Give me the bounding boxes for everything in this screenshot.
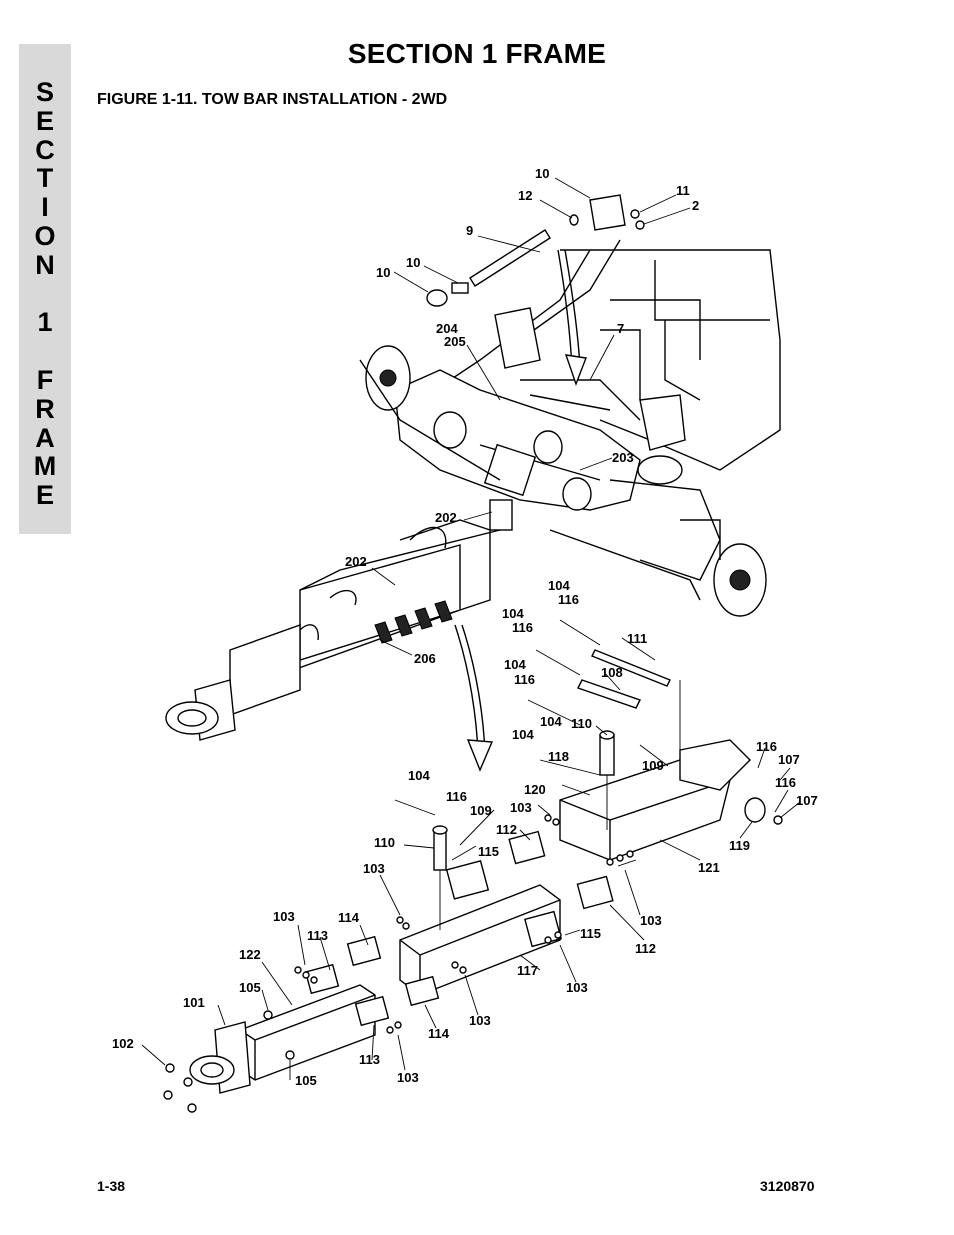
callout-labels: 10 12 11 2 9 10 10 204 205 7 203 202 202… [112, 166, 818, 1088]
side-letter: O [34, 220, 56, 251]
callout: 103 [469, 1013, 491, 1028]
side-letter [19, 280, 71, 309]
callout: 104 [512, 727, 534, 742]
page-title: SECTION 1 FRAME [347, 38, 607, 69]
callout: 102 [112, 1036, 134, 1051]
callout: 107 [796, 793, 818, 808]
callout: 122 [239, 947, 261, 962]
side-letter: A [35, 422, 55, 453]
callout: 113 [307, 928, 328, 943]
side-letter: T [36, 163, 54, 194]
callout: 114 [338, 910, 360, 925]
callout: 114 [428, 1026, 450, 1041]
callout: 116 [446, 789, 467, 804]
callout: 103 [566, 980, 588, 995]
callout: 2 [692, 198, 699, 213]
callout: 112 [635, 941, 656, 956]
leader-lines [141, 177, 801, 1080]
callout: 110 [374, 835, 395, 850]
callout: 11 [676, 183, 690, 198]
section-side-tab: S E C T I O N 1 F R A M E [19, 44, 71, 534]
callout: 103 [510, 800, 532, 815]
callout: 103 [640, 913, 662, 928]
side-letter: E [35, 480, 54, 511]
side-letter: S [35, 77, 54, 107]
callout: 112 [496, 822, 517, 837]
callout: 111 [627, 631, 647, 646]
callout: 105 [239, 980, 261, 995]
pivot-pin-parts [426, 194, 645, 307]
callout: 115 [580, 926, 601, 941]
callout: 116 [512, 620, 533, 635]
side-letter: I [41, 192, 49, 223]
callout: 104 [502, 606, 524, 621]
callout: 205 [444, 334, 466, 349]
callout: 104 [408, 768, 430, 783]
callout: 12 [518, 188, 532, 203]
callout: 116 [775, 775, 796, 790]
callout: 103 [273, 909, 295, 924]
callout: 119 [729, 838, 750, 853]
callout: 204 [436, 321, 458, 336]
callout: 206 [414, 651, 436, 666]
lower-tow-bar [189, 739, 766, 1094]
callout: 116 [514, 672, 535, 687]
callout: 101 [183, 995, 205, 1010]
callout: 104 [548, 578, 570, 593]
callout: 107 [778, 752, 800, 767]
callout: 116 [756, 739, 777, 754]
side-letter: E [35, 105, 54, 136]
callout: 10 [535, 166, 549, 181]
callout: 118 [548, 749, 569, 764]
side-letter: R [35, 393, 55, 424]
callout: 113 [359, 1052, 380, 1067]
callout: 9 [466, 223, 473, 238]
hazard-stripes [374, 600, 453, 644]
callout: 103 [397, 1070, 419, 1085]
callout: 120 [524, 782, 546, 797]
tow-bar-exploded-drawing: 10 12 11 2 9 10 10 204 205 7 203 202 202… [112, 166, 818, 1113]
bolt-set [163, 814, 783, 1113]
callout: 202 [345, 554, 367, 569]
page-number: 1-38 [97, 1178, 126, 1194]
side-letter: N [35, 249, 55, 280]
side-letter: C [35, 134, 55, 165]
side-letter: 1 [37, 307, 53, 338]
upper-tow-bar [165, 519, 501, 741]
callout: 10 [376, 265, 390, 280]
document-number: 3120870 [760, 1178, 815, 1194]
callout: 109 [642, 758, 664, 773]
callout: 116 [558, 592, 579, 607]
callout: 121 [698, 860, 720, 875]
callout: 203 [612, 450, 634, 465]
callout: 105 [295, 1073, 317, 1088]
direction-arrows [454, 249, 587, 772]
callout: 202 [435, 510, 457, 525]
callout: 103 [363, 861, 385, 876]
callout: 7 [617, 321, 624, 336]
callout: 104 [504, 657, 526, 672]
callout: 117 [517, 963, 538, 978]
callout: 104 [540, 714, 562, 729]
side-letter: M [33, 451, 57, 482]
axle-assembly [359, 307, 767, 617]
callout: 110 [571, 716, 592, 731]
side-letter [19, 337, 71, 366]
side-letter: F [36, 364, 54, 395]
pins-and-rods [394, 619, 681, 930]
callout: 109 [470, 803, 492, 818]
callout: 115 [478, 844, 499, 859]
callout: 108 [601, 665, 623, 680]
callout: 10 [406, 255, 420, 270]
figure-title: FIGURE 1-11. TOW BAR INSTALLATION - 2WD [97, 91, 448, 108]
section-side-letters: S E C T I O N 1 F R A M E [19, 78, 71, 510]
